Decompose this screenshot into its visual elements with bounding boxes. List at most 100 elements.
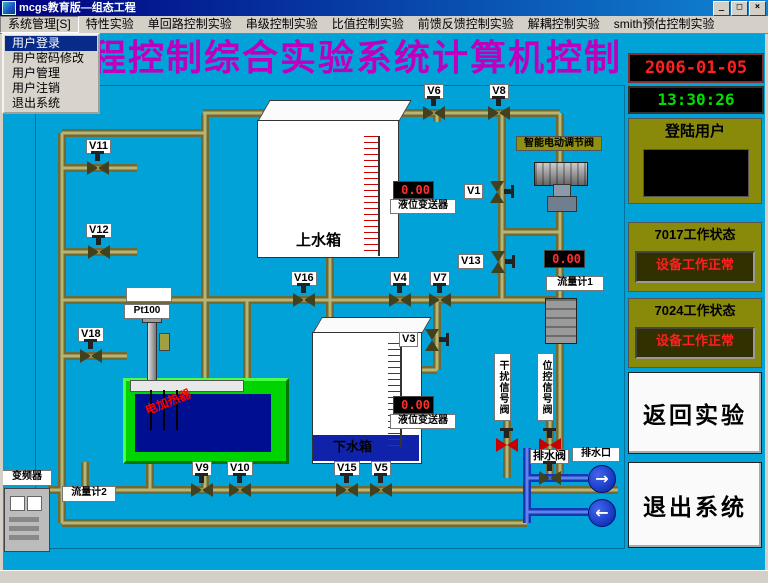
window-controls — [712, 0, 766, 16]
upper-tank-top — [257, 100, 412, 122]
smart-valve-motor[interactable] — [534, 162, 588, 186]
valve-icon — [79, 339, 102, 363]
status-7017-label: 7017工作状态 — [654, 227, 736, 242]
menu-item-exit-system[interactable]: 退出系统 — [12, 96, 61, 110]
menu-item-characteristic-exp[interactable]: 特性实验 — [85, 17, 134, 31]
window-frame-bottom — [0, 570, 768, 583]
login-user-box — [643, 149, 749, 197]
status-7024-value: 设备工作正常 — [635, 327, 755, 359]
valve-icon — [87, 151, 110, 175]
drain-outlet-label: 排水口 — [572, 447, 620, 462]
valve-v10[interactable]: V10 — [227, 461, 253, 497]
valve-v16[interactable]: V16 — [291, 271, 317, 307]
position-valve-label: 位控信号阀 — [537, 353, 554, 421]
menu-item-cascade-exp[interactable]: 串级控制实验 — [245, 17, 318, 31]
menu-item-smith-exp[interactable]: smith预估控制实验 — [613, 17, 715, 31]
level-display-upper: 0.00 — [393, 181, 434, 199]
interference-valve[interactable] — [496, 428, 518, 452]
upper-tank-label: 上水箱 — [296, 232, 342, 249]
flow1-label: 流量计1 — [546, 276, 604, 291]
valve-icon — [491, 251, 512, 273]
valve-label: V3 — [399, 332, 419, 347]
heater-rod — [176, 390, 178, 430]
valve-label: V10 — [227, 461, 253, 476]
menu-bar: 系统管理[S] 特性实验 单回路控制实验 串级控制实验 比值控制实验 前馈反馈控… — [0, 16, 768, 34]
date-display: 2006-01-05 — [628, 53, 764, 83]
login-user-label: 登陆用户 — [664, 123, 725, 140]
valve-label: V9 — [192, 461, 212, 476]
inverter-label: 变频器 — [2, 470, 52, 486]
heater-mount-bar — [130, 380, 244, 392]
valve-v5[interactable]: V5 — [370, 461, 392, 497]
menu-item-user-logout[interactable]: 用户注销 — [12, 81, 61, 95]
inverter-panel-window — [10, 496, 25, 511]
menu-item-user-login[interactable]: 用户登录 — [5, 36, 97, 51]
lower-tank-scale — [388, 343, 402, 447]
maximize-button[interactable] — [731, 0, 748, 16]
heater-rod — [150, 390, 152, 430]
upper-tank-scale — [364, 136, 380, 256]
inverter-panel-window — [27, 496, 42, 511]
valve-v15[interactable]: V15 — [334, 461, 360, 497]
status-7024-label: 7024工作状态 — [654, 303, 736, 318]
return-button[interactable]: 返回实验 — [628, 372, 762, 454]
valve-label: V12 — [86, 223, 112, 238]
level-display-lower: 0.00 — [393, 396, 434, 414]
inverter-vent — [9, 535, 39, 540]
sensor-box — [126, 287, 172, 302]
login-user-block: 登陆用户 — [628, 118, 762, 204]
valve-icon — [335, 473, 358, 497]
time-display: 13:30:26 — [628, 86, 764, 114]
menu-item-single-loop-exp[interactable]: 单回路控制实验 — [147, 17, 232, 31]
position-valve[interactable] — [539, 428, 561, 452]
valve-v18[interactable]: V18 — [78, 327, 104, 363]
pt100-label: Pt100 — [124, 304, 170, 319]
heater-rod — [163, 390, 165, 430]
valve-v1[interactable]: V1 — [464, 184, 512, 199]
flow1-display: 0.00 — [544, 250, 585, 268]
diagram-frame — [35, 85, 625, 549]
flow-right-icon[interactable] — [588, 465, 616, 493]
valve-label: V5 — [371, 461, 391, 476]
status-7017-value: 设备工作正常 — [635, 251, 755, 283]
flow2-label: 流量计2 — [62, 486, 116, 502]
heater-tank-water — [135, 394, 271, 452]
interference-valve-label: 干扰信号阀 — [494, 353, 511, 421]
valve-label: V13 — [458, 254, 484, 269]
valve-v11[interactable]: V11 — [86, 139, 111, 175]
valve-v12[interactable]: V12 — [86, 223, 112, 259]
menu-item-decoupling-exp[interactable]: 解耦控制实验 — [527, 17, 600, 31]
valve-v3[interactable]: V3 — [399, 332, 447, 347]
menu-item-ratio-exp[interactable]: 比值控制实验 — [331, 17, 404, 31]
flow1-meter-body — [545, 298, 577, 344]
valve-v6[interactable]: V6 — [423, 84, 445, 120]
inverter-vent — [9, 517, 39, 522]
minimize-button[interactable] — [713, 0, 730, 16]
menu-item-user-management[interactable]: 用户管理 — [12, 66, 61, 80]
flow-left-icon[interactable] — [588, 499, 616, 527]
valve-v7[interactable]: V7 — [429, 271, 451, 307]
valve-v9[interactable]: V9 — [191, 461, 213, 497]
valve-icon — [496, 428, 518, 452]
smart-valve-label: 智能电动调节阀 — [516, 136, 602, 151]
valve-icon — [488, 96, 510, 120]
valve-icon — [425, 329, 447, 351]
valve-label: V6 — [424, 84, 444, 99]
app-icon — [2, 1, 16, 15]
close-button[interactable] — [749, 0, 766, 16]
menu-item-feedforward-exp[interactable]: 前馈反馈控制实验 — [417, 17, 514, 31]
window-title: mcgs教育版—组态工程 — [19, 2, 136, 14]
valve-v13[interactable]: V13 — [458, 254, 512, 269]
valve-label: V1 — [464, 184, 484, 199]
system-menu-dropdown: 用户登录 用户密码修改 用户管理 用户注销 退出系统 — [2, 33, 100, 114]
pt100-sensor-fitting — [159, 333, 170, 351]
menu-item-user-password[interactable]: 用户密码修改 — [12, 51, 85, 65]
inverter-vent — [9, 526, 39, 531]
valve-label: V4 — [390, 271, 410, 286]
titlebar: mcgs教育版—组态工程 — [0, 0, 768, 16]
exit-button[interactable]: 退出系统 — [628, 462, 762, 548]
drain-valve[interactable]: 排水阀 — [530, 449, 569, 485]
valve-v8[interactable]: V8 — [488, 84, 510, 120]
valve-v4[interactable]: V4 — [389, 271, 411, 307]
menu-item-system-management[interactable]: 系统管理[S] — [0, 16, 79, 33]
